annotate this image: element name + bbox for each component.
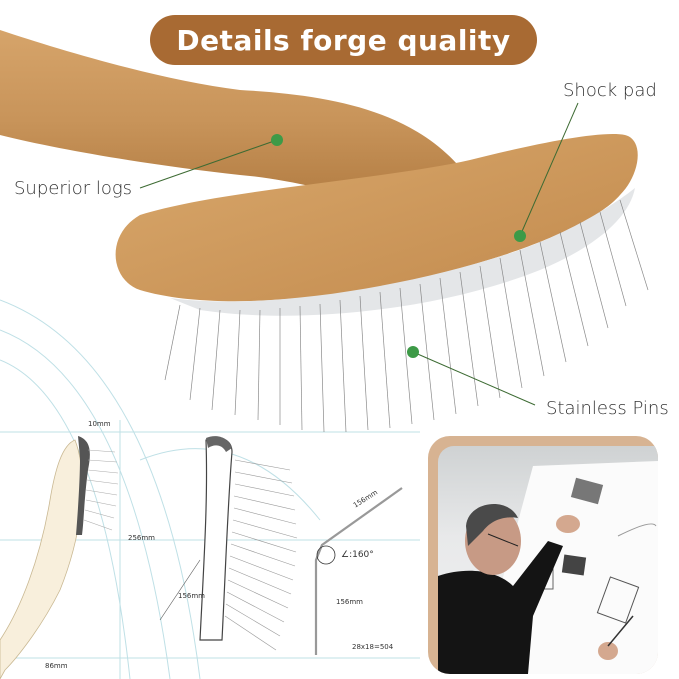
designer-illustration xyxy=(438,461,658,674)
dim-height: 256mm xyxy=(128,534,155,542)
dim-pad-length: 156mm xyxy=(178,592,205,600)
designer-photo xyxy=(438,446,658,674)
callout-shock-pad: Shock pad xyxy=(563,80,657,101)
designer-photo-card xyxy=(428,436,658,674)
dim-base-width: 86mm xyxy=(45,662,68,670)
dim-pin-count: 28x18=504 xyxy=(352,643,394,651)
headline-banner: Details forge quality xyxy=(150,15,537,65)
dim-top-width: 10mm xyxy=(88,420,111,428)
dim-pin-lower: 156mm xyxy=(336,598,363,606)
dim-angle: ∠:160° xyxy=(341,550,374,560)
callout-stainless-pins: Stainless Pins xyxy=(546,398,669,419)
callout-superior-logs: Superior logs xyxy=(14,178,133,199)
